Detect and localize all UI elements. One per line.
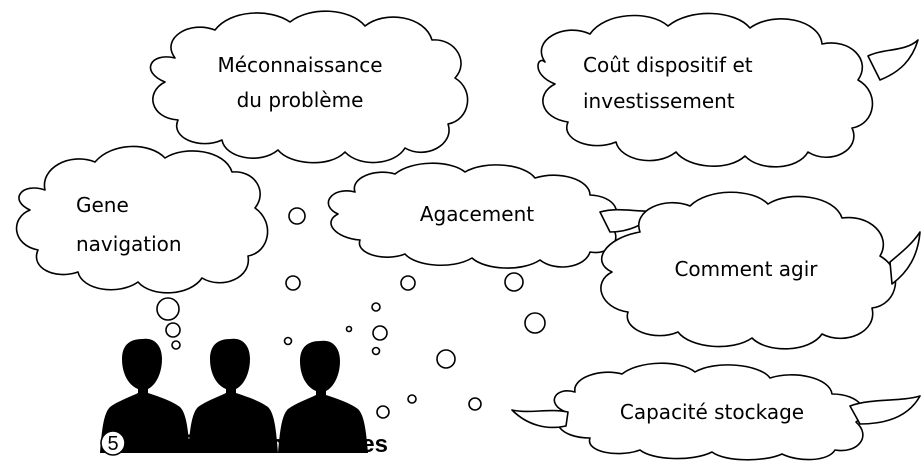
- thought-bubble: [371, 302, 381, 312]
- section-number: 5: [107, 433, 118, 455]
- person-silhouette-icon: [100, 338, 190, 453]
- cloud-comment-agir-shape: [600, 191, 897, 350]
- cloud-comment-agir-tail: [889, 231, 921, 285]
- cloud-capacite-right-tail: [849, 395, 921, 425]
- cloud-capacite-left-tail: [511, 409, 569, 429]
- cloud-comment-agir-line1: Comment agir: [674, 257, 818, 281]
- cloud-cout-line1: Coût dispositif et: [583, 53, 753, 77]
- section-number-circle: [100, 430, 126, 456]
- cloud-cout-line2: investissement: [583, 89, 735, 113]
- thought-bubble: [436, 349, 456, 369]
- thought-bubble: [524, 312, 546, 334]
- cloud-capacite: Capacité stockage: [511, 362, 921, 461]
- thought-bubble: [376, 405, 390, 419]
- thought-bubble: [285, 275, 301, 291]
- cloud-meconnaissance-line2: du problème: [237, 88, 364, 112]
- thought-bubble: [345, 325, 353, 333]
- person-silhouette-icon: [188, 338, 278, 453]
- thought-bubble: [283, 336, 293, 346]
- thought-bubble: [468, 397, 482, 411]
- thought-bubbles: [156, 207, 546, 419]
- cloud-cout-shape: [537, 12, 874, 168]
- thought-bubble: [504, 272, 524, 292]
- thought-bubble: [156, 297, 180, 321]
- person-silhouette-icon: [278, 340, 368, 453]
- thought-bubble: [407, 394, 417, 404]
- cloud-agacement-shape: [327, 162, 618, 269]
- cloud-cout: Coût dispositif et investissement: [537, 12, 919, 168]
- cloud-gene: Gene navigation: [15, 145, 269, 294]
- thought-bubble: [165, 322, 181, 338]
- thought-bubble: [288, 207, 306, 225]
- cloud-cout-tail: [867, 39, 919, 81]
- cloud-capacite-line1: Capacité stockage: [620, 400, 804, 424]
- cloud-meconnaissance-line1: Méconnaissance: [217, 53, 382, 77]
- cloud-capacite-shape: [553, 362, 864, 461]
- cloud-meconnaissance: Méconnaissance du problème: [149, 10, 469, 164]
- cloud-comment-agir: Comment agir: [600, 191, 921, 350]
- cloud-gene-line2: navigation: [76, 232, 182, 256]
- section-title: 5 Tensions bénéficiaires: [100, 430, 388, 458]
- thought-bubble: [372, 325, 388, 341]
- thought-bubble: [371, 346, 381, 356]
- section-title-text: Tensions bénéficiaires: [131, 431, 388, 458]
- cloud-agacement-line1: Agacement: [420, 202, 534, 226]
- thought-bubble: [400, 275, 416, 291]
- cloud-agacement: Agacement: [327, 162, 661, 269]
- cloud-gene-shape: [15, 145, 269, 294]
- cloud-gene-line1: Gene: [76, 193, 129, 217]
- cloud-meconnaissance-shape: [149, 10, 469, 164]
- thought-bubble: [171, 340, 181, 350]
